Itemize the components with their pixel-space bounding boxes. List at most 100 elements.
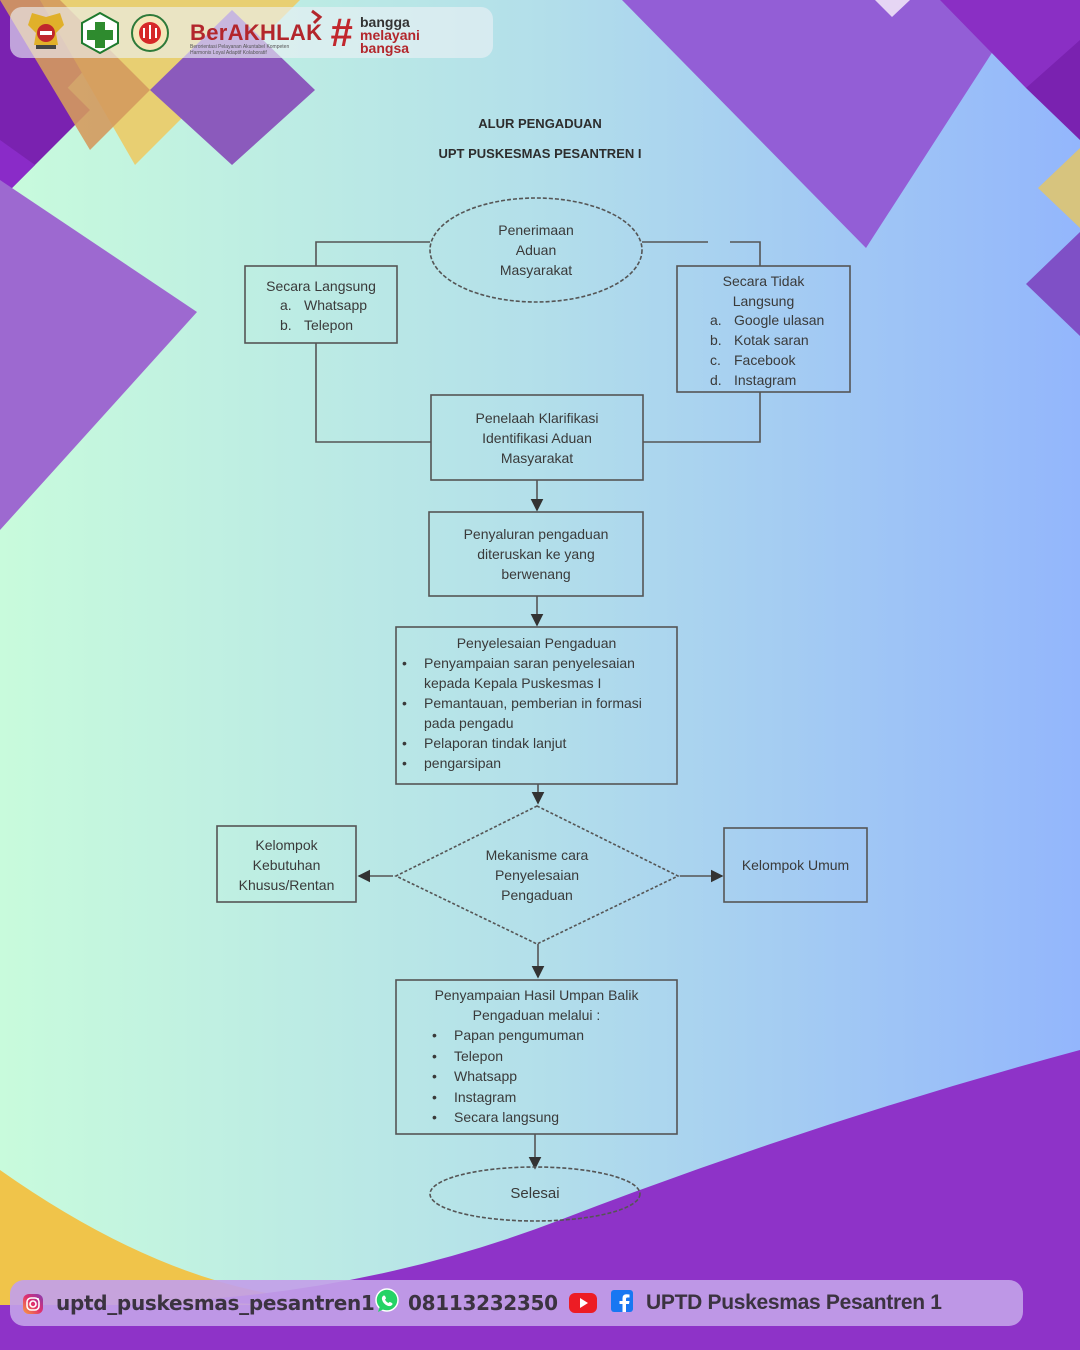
decision-node-shape (394, 805, 680, 945)
list-item: b. Telepon (280, 315, 367, 335)
diagram-title: ALUR PENGADUAN (478, 116, 602, 131)
list-item: Secara langsung (426, 1107, 584, 1128)
node-line: Mekanisme cara (485, 847, 589, 863)
item-text: Kotak saran (734, 332, 809, 348)
item-text: Facebook (734, 352, 796, 368)
list-item: a. Google ulasan (710, 310, 824, 330)
youtube-icon[interactable] (568, 1292, 598, 1314)
list-item: Whatsapp (426, 1066, 584, 1087)
feedback-node-list: Papan pengumuman Telepon Whatsapp Instag… (426, 1025, 584, 1128)
instagram-icon[interactable] (22, 1293, 44, 1315)
social-page-name[interactable]: UPTD Puskesmas Pesantren 1 (646, 1291, 942, 1314)
item-text: Instagram (734, 372, 797, 388)
connector (643, 392, 761, 443)
node-line: Masyarakat (500, 450, 574, 466)
list-item: Penyampaian saran penyelesaian kepada Ke… (396, 653, 671, 693)
bg-shape (0, 1050, 1080, 1350)
instagram-handle[interactable]: uptd_puskesmas_pesantren1 (56, 1291, 375, 1315)
node-line: diteruskan ke yang (477, 546, 595, 562)
forward-node-shape (428, 511, 644, 597)
bg-shape (622, 0, 1026, 248)
item-label: b. (710, 332, 722, 348)
end-node-shape (429, 1166, 641, 1222)
bg-shape (1038, 148, 1080, 228)
list-item: b. Kotak saran (710, 330, 824, 350)
group-general-node-shape (723, 827, 868, 903)
puskesmas-cross-icon (81, 12, 119, 54)
node-line: Penyampaian Hasil Umpan Balik (434, 987, 639, 1003)
list-item: Pemantauan, pemberian in formasi pada pe… (396, 693, 671, 733)
slogan-line: bangga (360, 14, 410, 30)
item-text: Google ulasan (734, 312, 825, 328)
slogan-line: melayani (360, 27, 420, 43)
item-label: c. (710, 352, 721, 368)
indirect-node-list: a. Google ulasan b. Kotak saran c. Facebook… (710, 310, 824, 390)
upt-pesantren-seal-icon (131, 14, 169, 52)
node-line: Secara Tidak (722, 273, 805, 289)
resolution-node-heading: Penyelesaian Pengaduan (456, 635, 617, 651)
direct-node-list: a. Whatsapp b. Telepon (280, 295, 367, 335)
group-special-node-shape (216, 825, 357, 903)
berakhlak-subtitle-line: Berorientasi Pelayanan Akuntabel Kompete… (190, 44, 290, 50)
diagram-subtitle: UPT PUSKESMAS PESANTREN I (438, 146, 642, 161)
facebook-icon[interactable] (611, 1290, 633, 1312)
forward-node: Penyaluran pengaduan diteruskan ke yang … (429, 524, 643, 584)
list-item: c. Facebook (710, 350, 824, 370)
node-line: Aduan (515, 242, 557, 258)
list-item: pengarsipan (396, 753, 671, 773)
list-item: d. Instagram (710, 370, 824, 390)
group-general-node: Kelompok Umum (741, 857, 850, 873)
node-line: Khusus/Rentan (238, 877, 335, 893)
node-line: Penelaah Klarifikasi (475, 410, 599, 426)
whatsapp-number[interactable]: 08113232350 (408, 1291, 558, 1315)
bg-shape (0, 1170, 320, 1300)
item-text: Whatsapp (304, 297, 368, 313)
indirect-node-shape (676, 265, 851, 393)
indirect-node-heading: Secara Tidak Langsung (677, 271, 850, 311)
list-item: Papan pengumuman (426, 1025, 584, 1046)
whatsapp-icon[interactable] (374, 1288, 400, 1314)
group-special-node: Kelompok Kebutuhan Khusus/Rentan (217, 835, 356, 895)
bg-shape (875, 0, 910, 17)
connector (315, 241, 430, 266)
list-item: Telepon (426, 1046, 584, 1067)
hashtag-icon: # (330, 11, 353, 55)
node-line: Penyaluran pengaduan (463, 526, 609, 542)
node-line: Langsung (732, 293, 795, 309)
list-item: a. Whatsapp (280, 295, 367, 315)
node-line: Penyelesaian (494, 867, 580, 883)
item-label: a. (280, 297, 292, 313)
node-line: Kelompok (255, 837, 318, 853)
decision-node: Mekanisme cara Penyelesaian Pengaduan (437, 845, 637, 905)
end-node: Selesai (510, 1185, 560, 1202)
connector (315, 343, 431, 443)
review-node: Penelaah Klarifikasi Identifikasi Aduan … (431, 408, 643, 468)
garuda-emblem-icon (28, 13, 64, 49)
berakhlak-title: BerAKHLAK (190, 20, 323, 45)
node-line: Masyarakat (499, 262, 573, 278)
node-line: Kebutuhan (252, 857, 321, 873)
bg-shape (1026, 40, 1080, 140)
bg-shape (0, 20, 90, 200)
item-label: d. (710, 372, 722, 388)
list-item: Instagram (426, 1087, 584, 1108)
bg-shape (1026, 232, 1080, 336)
connector (730, 241, 761, 266)
logo-bar: BerAKHLAK Berorientasi Pelayanan Akuntab… (10, 7, 493, 58)
footer-contact-bar: uptd_puskesmas_pesantren1 08113232350 UP… (10, 1280, 1023, 1326)
bg-shape (0, 180, 197, 530)
direct-node-heading: Secara Langsung (266, 278, 376, 294)
node-line: Identifikasi Aduan (482, 430, 592, 446)
feedback-node-heading: Penyampaian Hasil Umpan Balik Pengaduan … (396, 985, 677, 1025)
item-label: b. (280, 317, 292, 333)
item-label: a. (710, 312, 722, 328)
slogan-line: bangsa (360, 40, 410, 56)
berakhlak-subtitle-line: Harmonis Loyal Adaptif Kolaboratif (190, 50, 267, 56)
bg-shape (940, 0, 1080, 90)
berakhlak-subtitle: Berorientasi Pelayanan Akuntabel Kompete… (190, 44, 320, 56)
start-node: Penerimaan Aduan Masyarakat (436, 220, 636, 280)
bg-shape (0, 140, 35, 200)
list-item: Pelaporan tindak lanjut (396, 733, 671, 753)
feedback-node-shape (395, 979, 678, 1135)
item-text: Telepon (304, 317, 354, 333)
